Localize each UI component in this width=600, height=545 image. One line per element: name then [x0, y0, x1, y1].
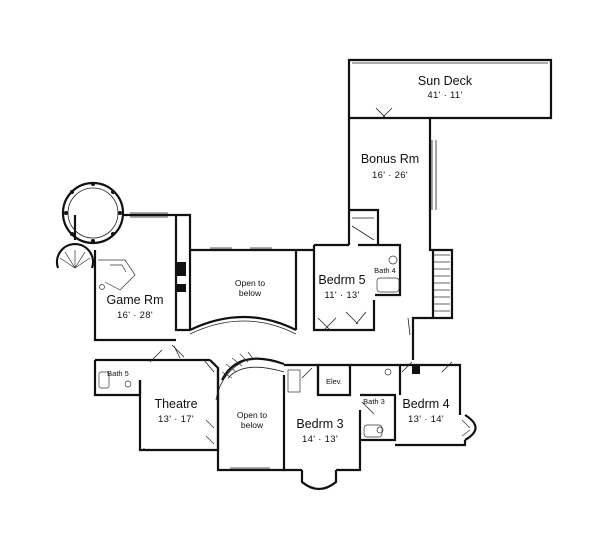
spiral-stair	[55, 242, 95, 269]
sun-deck-dims: 41' · 11'	[427, 90, 463, 101]
game-rm-label: Game Rm	[106, 293, 164, 307]
stair-right	[431, 250, 450, 318]
bonus-rm-label: Bonus Rm	[360, 152, 420, 166]
bath4-label: Bath 4	[374, 266, 396, 275]
bedrm4-label: Bedrm 4	[402, 397, 450, 411]
bedrm3-dims: 14' · 13'	[302, 434, 338, 445]
bonus-room-outline	[314, 107, 454, 360]
elev-label: Elev.	[325, 377, 343, 386]
bedrm3-label: Bedrm 3	[296, 417, 344, 431]
bath-4-outline	[349, 208, 402, 297]
bedrm4-dims: 13' · 14'	[408, 414, 444, 425]
game-room-outline	[73, 212, 192, 342]
theatre-dims: 13' · 17'	[158, 414, 194, 425]
sun-deck-outline	[347, 58, 553, 120]
open-to-below-upper-outline	[188, 247, 314, 335]
bedrm5-dims: 11' · 13'	[324, 290, 360, 301]
game-rm-dims: 16' · 28'	[117, 310, 153, 321]
elevator-outline	[316, 363, 352, 397]
bedroom-5-outline	[312, 245, 376, 332]
bonus-rm-dims: 16' · 26'	[372, 170, 408, 181]
open-below-lower-label: Open to below	[236, 410, 268, 430]
bath3-label: Bath 3	[363, 397, 385, 406]
theatre-label: Theatre	[154, 397, 198, 411]
bath5-label: Bath 5	[107, 369, 129, 378]
sun-deck-label: Sun Deck	[417, 74, 473, 88]
door-swings	[171, 317, 411, 373]
open-below-upper-label: Open to below	[234, 278, 266, 298]
bedroom-4-outline	[395, 361, 477, 447]
round-tower	[61, 181, 125, 245]
open-to-below-lower-outline	[215, 351, 286, 472]
bedrm5-label: Bedrm 5	[318, 273, 366, 287]
